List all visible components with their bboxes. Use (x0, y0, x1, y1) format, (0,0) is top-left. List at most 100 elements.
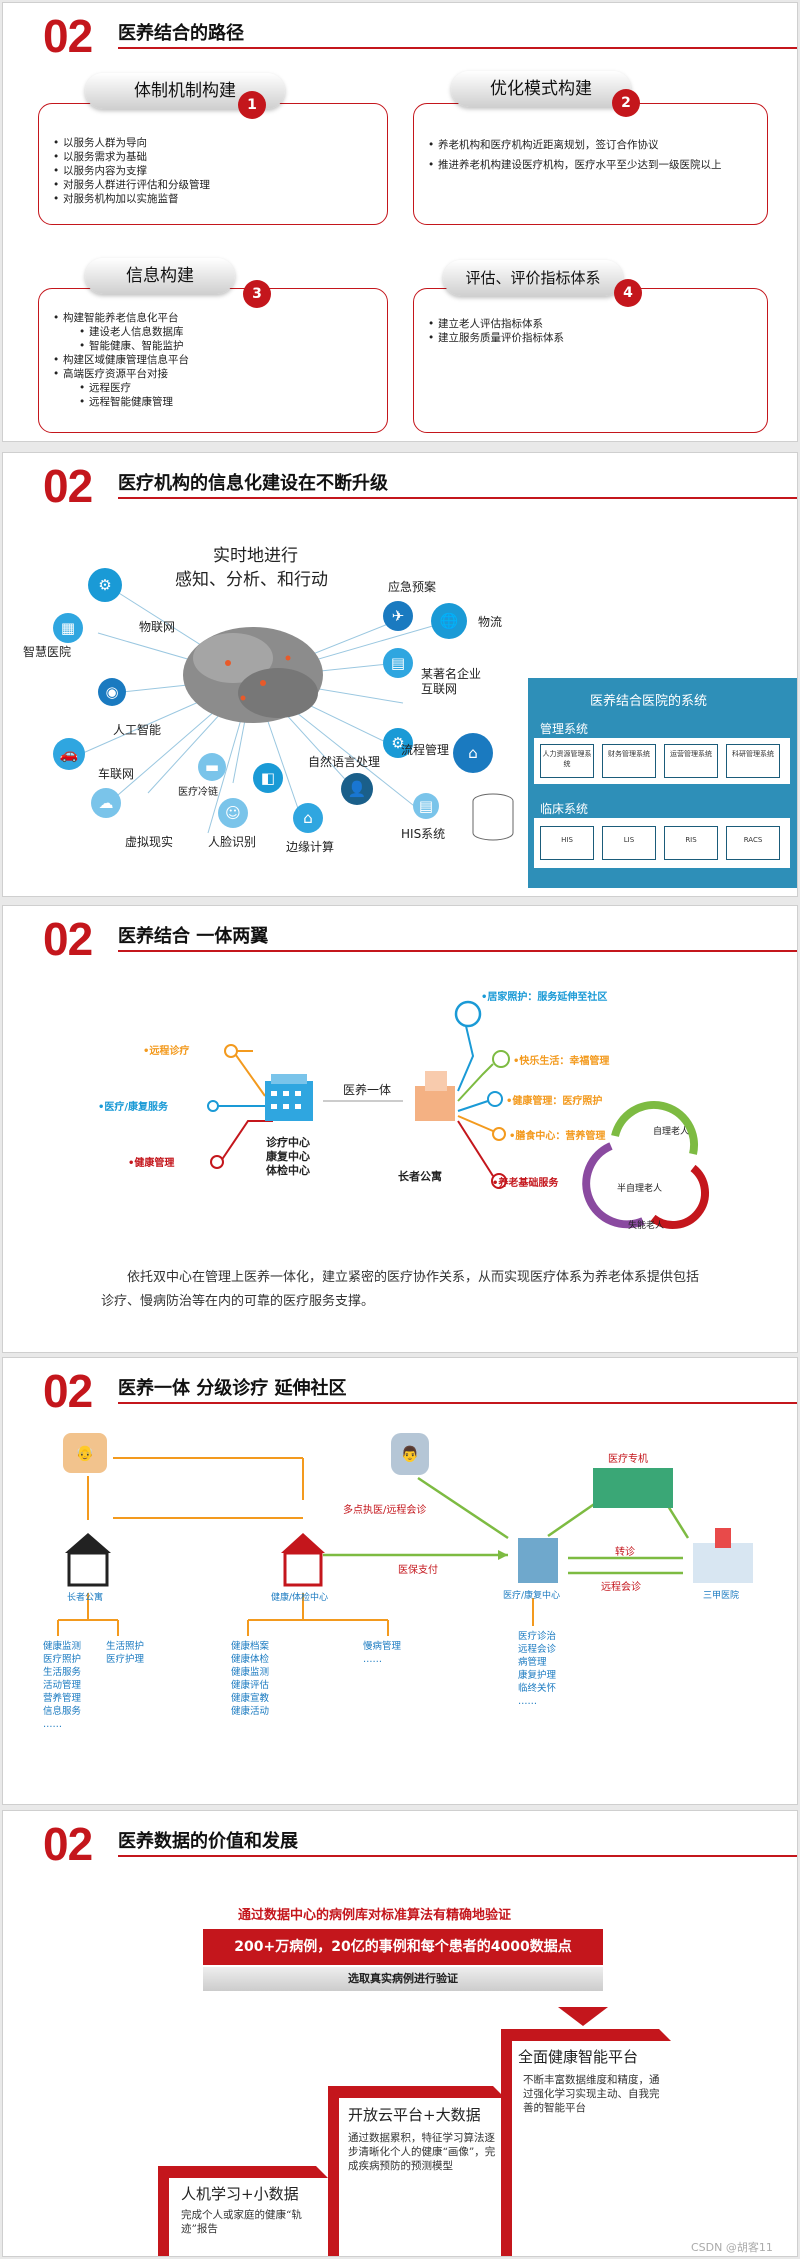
service-item: 健康监测 (43, 1640, 81, 1653)
internet-icon: ▤ (383, 648, 413, 678)
section-number: 02 (43, 9, 92, 63)
center-label: 诊疗中心 (258, 1136, 318, 1150)
slide-integration-paths: 02 医养结合的路径 以服务人群为导向 以服务需求为基础 以服务内容为支撑 对服… (2, 2, 798, 442)
label-internet: 互联网 (421, 680, 457, 697)
service-item: 康复护理 (518, 1669, 556, 1682)
emergency-icon: ✈ (383, 601, 413, 631)
label-emergency: 应急预案 (388, 578, 436, 595)
cycle-label: 自理老人 (653, 1124, 689, 1137)
node-air-ambulance: 医疗专机 (608, 1450, 648, 1465)
label-iot: 物联网 (139, 618, 175, 635)
slide-header: 02 医养结合的路径 (3, 3, 797, 53)
link-label: 医养一体 (343, 1081, 391, 1098)
tiered-flow (3, 1358, 798, 1805)
smart-hospital-icon: ▦ (53, 613, 83, 643)
right-item-basic: •养老基础服务 (492, 1174, 558, 1189)
iot-icon: ⚙ (88, 568, 122, 602)
nlp-icon: 👤 (341, 773, 373, 805)
service-item: 活动管理 (43, 1679, 81, 1692)
label-logistics: 物流 (478, 613, 502, 630)
panel-title: 医养结合医院的系统 (590, 690, 707, 709)
label-car: 车联网 (98, 765, 134, 782)
card-item: 对服务人群进行评估和分级管理 (51, 178, 210, 192)
mgmt-system-box: 运营管理系统 (664, 744, 718, 778)
connected-car-icon: 🚗 (53, 738, 85, 770)
watermark: CSDN @胡客11 (691, 2239, 773, 2255)
service-item: 慢病管理 (363, 1640, 401, 1653)
label-face: 人脸识别 (208, 833, 256, 850)
edge-insurance: 医保支付 (398, 1561, 438, 1576)
service-item: …… (518, 1695, 556, 1708)
apartment-care: 生活照护 医疗护理 (106, 1640, 144, 1666)
clinic-system-box: RIS (664, 826, 718, 860)
medical-services: 医疗诊治 远程会诊 病管理 康复护理 临终关怀 …… (518, 1630, 556, 1708)
step-desc-cloud: 通过数据累积，特征学习算法逐步清晰化个人的健康“画像”，完成疾病预防的预测模型 (348, 2131, 498, 2173)
card-heading: 优化模式构建 (451, 71, 631, 107)
slide-informatization: 02 医疗机构的信息化建设在不断升级 实时地进行 感知、分析、和行动 ⚙ ▦ ◉… (2, 452, 798, 897)
card-subitem: 智能健康、智能监护 (51, 339, 189, 353)
node-health-center: 健康/体检中心 (271, 1590, 328, 1603)
edge-remote: 多点执医/远程会诊 (343, 1501, 426, 1516)
card-subitem: 远程医疗 (51, 381, 189, 395)
card-item: 建立服务质量评价指标体系 (426, 331, 564, 345)
service-item: 生活服务 (43, 1666, 81, 1679)
node-hospital: 三甲医院 (703, 1588, 739, 1601)
right-center-label: 长者公寓 (398, 1168, 442, 1184)
card-subitem: 建设老人信息数据库 (51, 325, 189, 339)
mgmt-system-box: 财务管理系统 (602, 744, 656, 778)
elderly-couple-icon: 👴 (63, 1433, 107, 1473)
clinic-system-box: LIS (602, 826, 656, 860)
card-item: 以服务内容为支撑 (51, 164, 210, 178)
his-icon: ▤ (413, 793, 439, 819)
doctor-icon: 👨 (391, 1433, 429, 1475)
mgmt-system-box: 科研管理系统 (726, 744, 780, 778)
center-label: 体检中心 (258, 1164, 318, 1178)
label-nlp: 自然语言处理 (308, 753, 380, 770)
label-process: 流程管理 (401, 741, 449, 758)
card-item: 构建区域健康管理信息平台 (51, 353, 189, 367)
card-badge: 4 (614, 279, 642, 307)
card-item: 高端医疗资源平台对接 (51, 367, 189, 381)
mgmt-title: 管理系统 (540, 720, 588, 737)
card-badge: 1 (238, 91, 266, 119)
clinic-system-box: RACS (726, 826, 780, 860)
service-item: 生活照护 (106, 1640, 144, 1653)
edge-referral: 转诊 (615, 1543, 635, 1558)
mgmt-system-box: 人力资源管理系统 (540, 744, 594, 778)
service-item: 健康宣教 (231, 1692, 269, 1705)
card-item: 建立老人评估指标体系 (426, 317, 564, 331)
label-smart-hospital: 智慧医院 (23, 643, 71, 660)
cycle-label: 半自理老人 (617, 1181, 662, 1194)
card-item: 养老机构和医疗机构近距离规划，签订合作协议 (426, 138, 722, 152)
card-subitem: 远程智能健康管理 (51, 395, 189, 409)
card-information: 构建智能养老信息化平台 建设老人信息数据库 智能健康、智能监护 构建区域健康管理… (38, 288, 388, 433)
step-title-cloud: 开放云平台+大数据 (348, 2104, 481, 2125)
home-icon: ⌂ (453, 733, 493, 773)
card-evaluation: 建立老人评估指标体系 建立服务质量评价指标体系 (413, 288, 768, 433)
apartment-services: 健康监测 医疗照护 生活服务 活动管理 营养管理 信息服务 …… (43, 1640, 81, 1731)
database-icon (471, 793, 516, 843)
service-item: 远程会诊 (518, 1643, 556, 1656)
clinic-title: 临床系统 (540, 800, 588, 817)
logistics-icon: 🌐 (431, 603, 467, 639)
label-edge: 边缘计算 (286, 838, 334, 855)
service-item: 营养管理 (43, 1692, 81, 1705)
health-services: 健康档案 健康体检 健康监测 健康评估 健康宣教 健康活动 (231, 1640, 269, 1718)
slide-data-value: 02 医养数据的价值和发展 通过数据中心的病例库对标准算法有精确地验证 200+… (2, 1810, 798, 2257)
service-item: 病管理 (518, 1656, 556, 1669)
card-item: 推进养老机构建设医疗机构，医疗水平至少达到一级医院以上 (426, 158, 722, 172)
title-underline (118, 47, 797, 49)
service-item: 健康监测 (231, 1666, 269, 1679)
cold-chain-icon: ▬ (198, 753, 226, 781)
step-title-ml: 人机学习+小数据 (181, 2183, 299, 2204)
hospital-system-panel: 医养结合医院的系统 管理系统 人力资源管理系统 财务管理系统 运营管理系统 科研… (528, 678, 798, 888)
right-item-diet: •膳食中心：营养管理 (509, 1127, 605, 1142)
card-item: 对服务机构加以实施监督 (51, 192, 210, 206)
service-item: …… (43, 1718, 81, 1731)
slide-tiered-care: 02 医养一体 分级诊疗 延伸社区 (2, 1357, 798, 1805)
cctv-icon: ◧ (253, 763, 283, 793)
left-center-labels: 诊疗中心 康复中心 体检中心 (258, 1136, 318, 1178)
card-institutional: 以服务人群为导向 以服务需求为基础 以服务内容为支撑 对服务人群进行评估和分级管… (38, 103, 388, 225)
service-item: 健康档案 (231, 1640, 269, 1653)
service-item: 健康评估 (231, 1679, 269, 1692)
